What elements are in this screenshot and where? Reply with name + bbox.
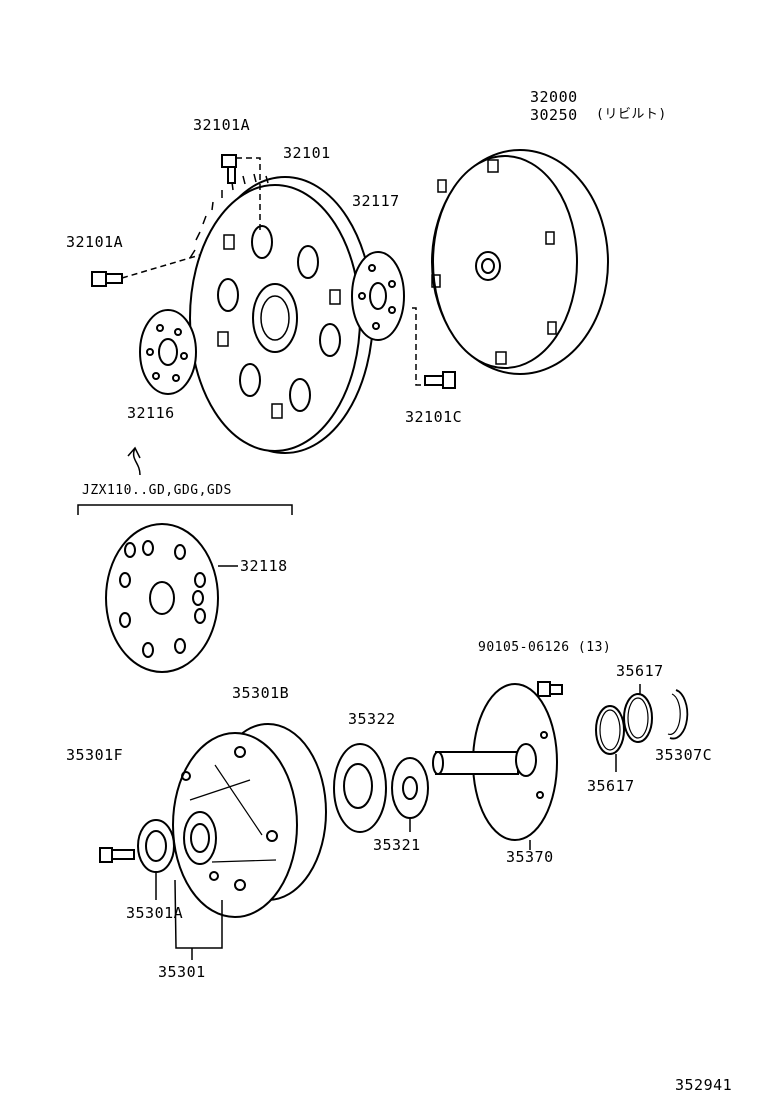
spacer-32116	[140, 310, 196, 394]
label-30250: 30250	[530, 106, 578, 124]
bolt-32101A-left	[92, 255, 200, 286]
label-35301F: 35301F	[66, 746, 124, 764]
label-35301: 35301	[158, 963, 206, 981]
bolt-90105	[538, 682, 562, 696]
label-35307C: 35307C	[655, 746, 713, 764]
label-32101: 32101	[283, 144, 331, 162]
oil-seal-35301A	[138, 820, 174, 900]
label-35370: 35370	[506, 848, 554, 866]
label-32000: 32000	[530, 88, 578, 106]
drive-plate-32101	[190, 174, 373, 453]
arrow-variant	[128, 448, 140, 475]
label-35301A: 35301A	[126, 904, 184, 922]
seal-rings-35617	[596, 684, 652, 772]
label-32101A-top: 32101A	[193, 116, 251, 134]
bolt-35301F	[100, 848, 134, 862]
label-35617-top: 35617	[616, 662, 664, 680]
torque-converter-32000	[432, 150, 608, 374]
spacer-32117	[352, 252, 425, 385]
label-32101C: 32101C	[405, 408, 463, 426]
driven-gear-35322	[334, 744, 386, 832]
label-32118: 32118	[240, 557, 288, 575]
label-35322: 35322	[348, 710, 396, 728]
label-32101A-left: 32101A	[66, 233, 124, 251]
oil-pump-body-35301	[173, 724, 326, 960]
drive-plate-32118	[106, 524, 238, 672]
variant-bracket	[78, 505, 292, 515]
drive-gear-35321	[392, 758, 428, 832]
label-32116: 32116	[127, 404, 175, 422]
label-32117: 32117	[352, 192, 400, 210]
bolt-32101C	[425, 372, 455, 388]
label-90105: 90105-06126 (13)	[478, 640, 612, 655]
drive-plate-holes	[218, 226, 340, 418]
label-35301B: 35301B	[232, 684, 290, 702]
label-35321: 35321	[373, 836, 421, 854]
diagram-number: 352941	[675, 1076, 733, 1094]
label-35617-bottom: 35617	[587, 777, 635, 795]
label-30250-note: (リビルト)	[596, 107, 667, 122]
stator-shaft-35370	[433, 684, 557, 850]
label-variant-note: JZX110..GD,GDG,GDS	[82, 483, 232, 498]
bolt-32101A-top	[222, 155, 260, 230]
snap-ring-35307C	[668, 690, 687, 739]
